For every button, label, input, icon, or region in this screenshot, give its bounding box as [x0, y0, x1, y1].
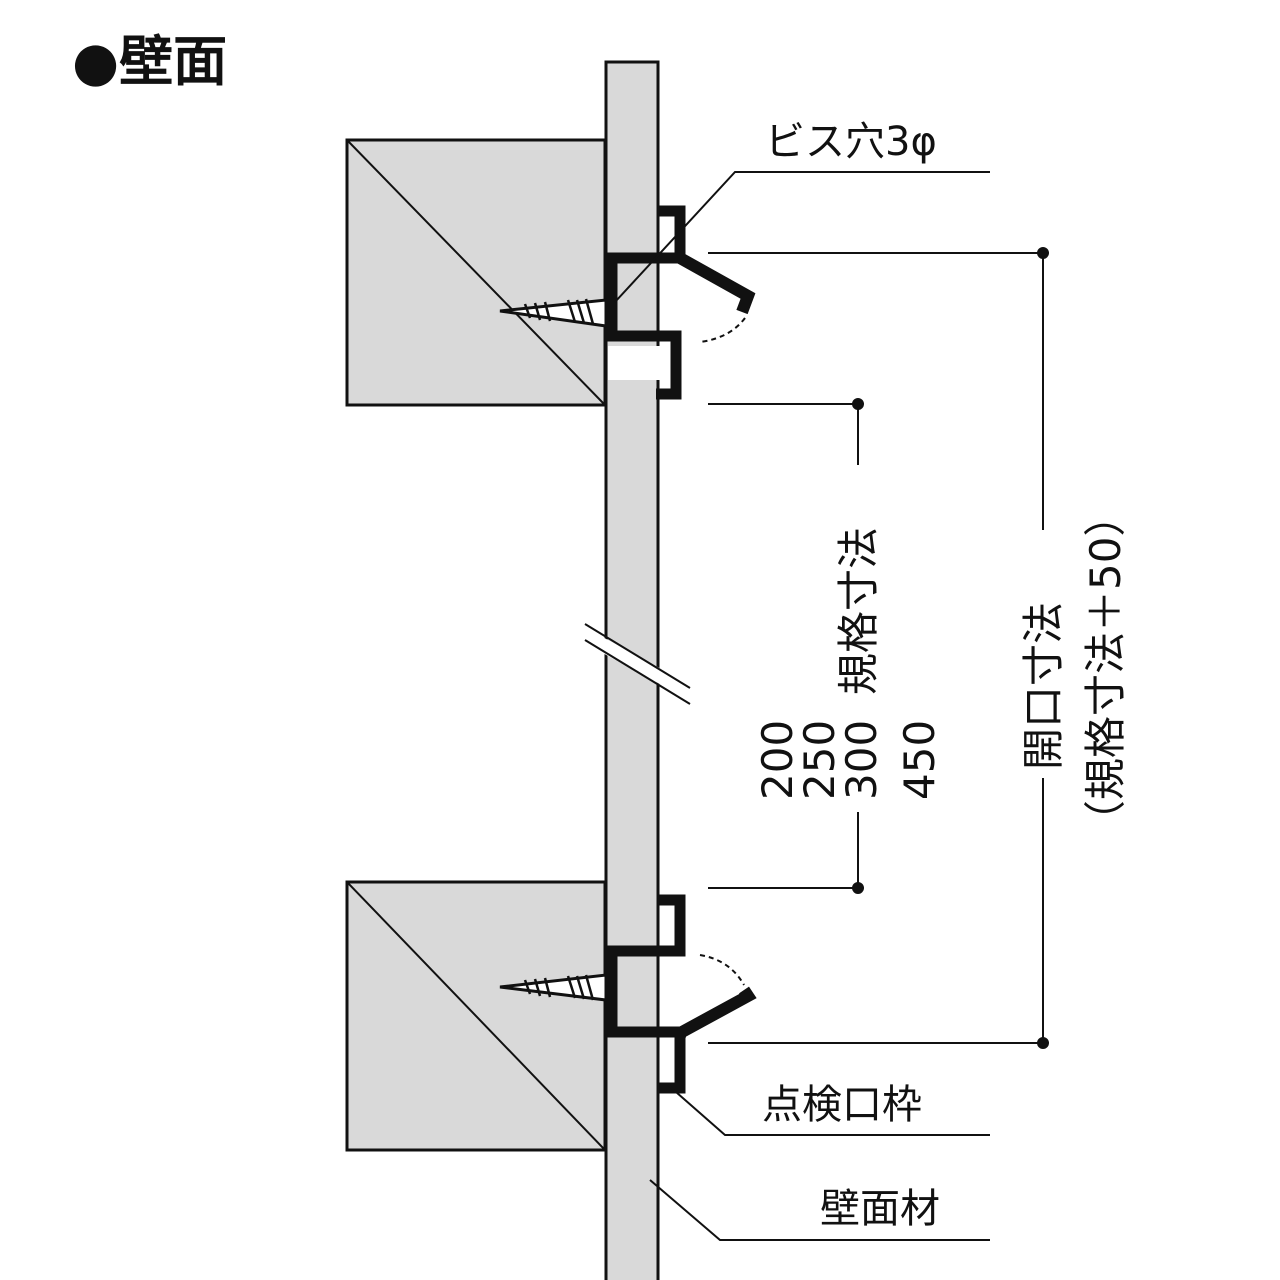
inspection-frame-label: 点検口枠: [762, 1082, 922, 1128]
size-value: 250: [795, 720, 844, 800]
standard-size-dimension: [708, 398, 864, 894]
wall-material-label: 壁面材: [820, 1186, 940, 1232]
bottom-screw: [499, 973, 608, 1002]
opening-size-formula: （規格寸法＋50）: [1081, 495, 1130, 842]
bottom-backing-block: [345, 880, 607, 1152]
wall-material-leader: [649, 1179, 990, 1241]
frame-leader: [667, 1084, 990, 1136]
size-value: 450: [895, 720, 944, 800]
size-value: 300: [837, 720, 886, 800]
opening-size-dimension: [708, 247, 1049, 1049]
top-swing-arrow: [699, 317, 746, 343]
diagram-title: ●壁面: [72, 30, 227, 93]
top-backing-block: [345, 138, 607, 407]
opening-size-label: 開口寸法: [1019, 602, 1068, 770]
size-value: 200: [753, 720, 802, 800]
standard-size-label: 規格寸法: [834, 527, 883, 695]
bottom-frame-bracket: [606, 894, 757, 1094]
bottom-swing-arrow: [699, 954, 745, 986]
size-values: 200 250 300 450: [753, 720, 944, 800]
top-frame-bracket: [606, 205, 756, 400]
screw-hole-label: ビス穴3φ: [765, 119, 937, 165]
screw-hole-leader: [614, 171, 990, 303]
top-screw: [499, 298, 608, 328]
